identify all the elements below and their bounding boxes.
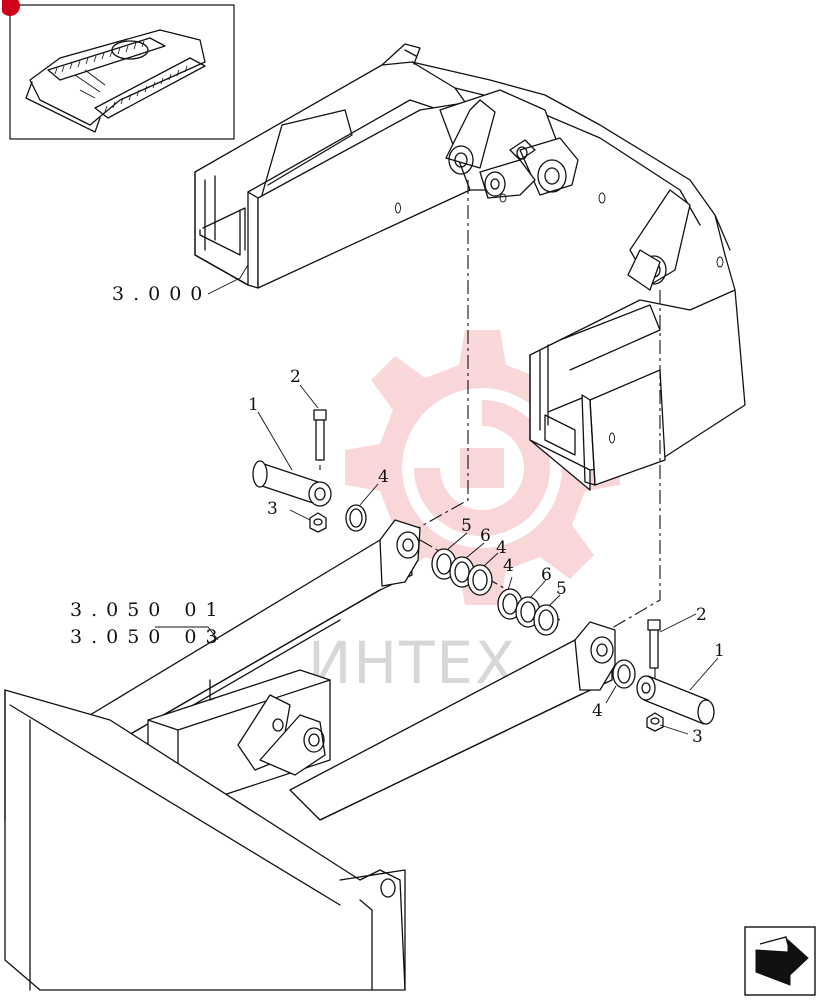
shim-left[interactable] (345, 504, 367, 532)
callout-bolt-right: 2 (696, 605, 707, 625)
ref-frame[interactable]: 3.000 (112, 283, 211, 305)
bolt-left[interactable] (313, 409, 327, 461)
ref-blade-b[interactable]: 3.050 03 (70, 626, 227, 648)
leader-lines (155, 264, 719, 735)
rings-center-left[interactable] (431, 548, 493, 596)
shim-right[interactable] (612, 659, 636, 689)
callout-shim-left: 4 (378, 467, 389, 487)
watermark-text: ИНТЕХ (308, 629, 517, 697)
callout-ring5-right: 5 (556, 579, 567, 599)
undercarriage-thumbnail[interactable] (2, 0, 235, 140)
pin-left[interactable] (252, 460, 332, 507)
callout-pin-left: 1 (248, 395, 259, 415)
callout-shim-center-right: 4 (503, 556, 514, 576)
ref-blade-a[interactable]: 3.050 01 (70, 599, 227, 621)
next-page-arrow-icon[interactable] (744, 926, 816, 996)
nut-left[interactable] (309, 512, 327, 533)
undercarriage-frame (194, 43, 746, 491)
dozer-blade-assembly (4, 519, 616, 991)
rings-center-right[interactable] (497, 588, 559, 636)
nut-right[interactable] (646, 712, 664, 732)
bolt-right[interactable] (647, 619, 661, 669)
callout-shim-center-left: 4 (496, 538, 507, 558)
callout-ring6-right: 6 (541, 565, 552, 585)
pin-right[interactable] (636, 675, 715, 725)
callout-nut-left: 3 (267, 499, 278, 519)
callout-ring6-left: 6 (480, 526, 491, 546)
callout-ring5-left: 5 (461, 516, 472, 536)
callout-pin-right: 1 (714, 641, 725, 661)
callout-shim-right: 4 (592, 701, 603, 721)
callout-bolt-left: 2 (290, 367, 301, 387)
callout-nut-right: 3 (692, 727, 703, 747)
